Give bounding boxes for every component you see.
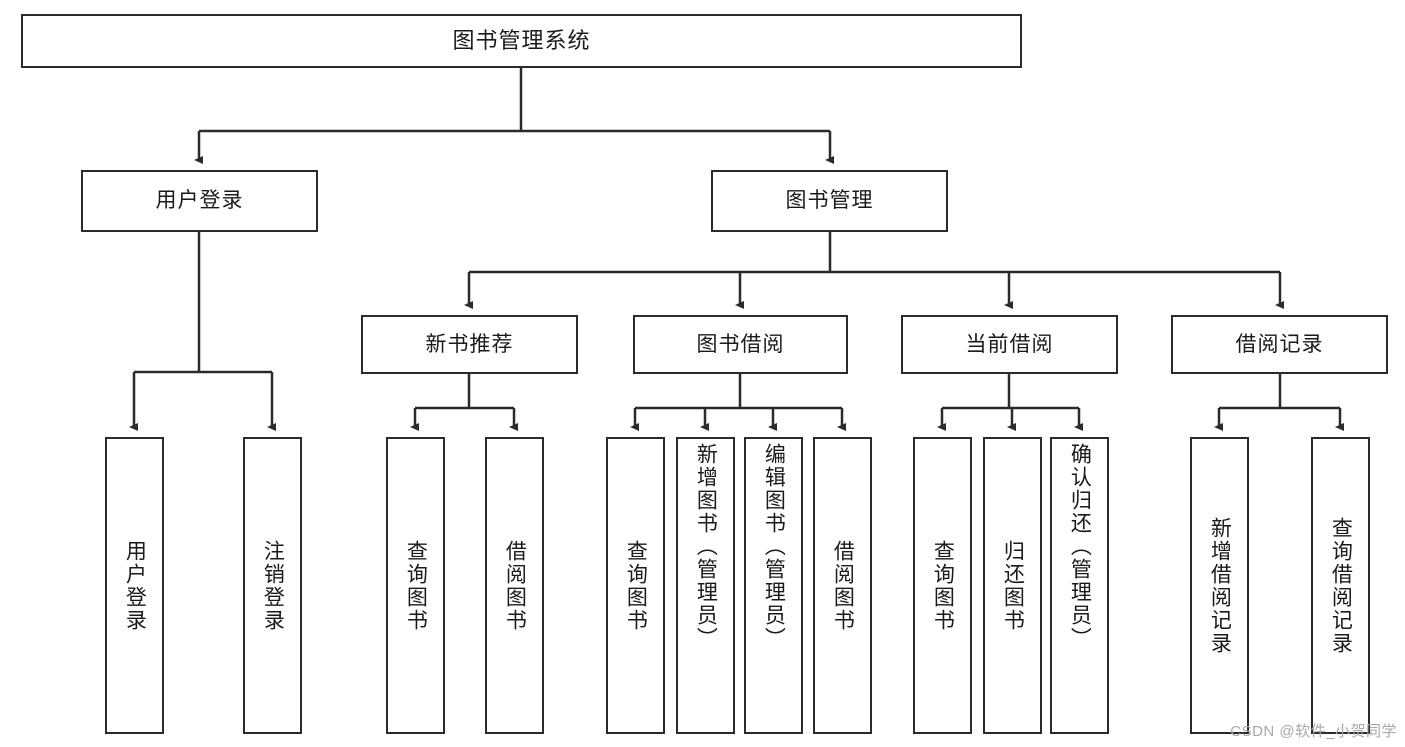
node-leaf-query-record[interactable]: 查询借阅记录 bbox=[1311, 437, 1370, 734]
leaf-label: 查询图书 bbox=[931, 539, 955, 632]
leaf-label: 查询图书 bbox=[624, 539, 648, 632]
leaf-label: 新增图书（管理员） bbox=[694, 443, 718, 650]
node-leaf-query-book-2[interactable]: 查询图书 bbox=[606, 437, 665, 734]
node-leaf-query-book-3[interactable]: 查询图书 bbox=[913, 437, 972, 734]
leaf-label: 归还图书 bbox=[1001, 539, 1025, 632]
leaf-label: 确认归还（管理员） bbox=[1068, 443, 1092, 650]
leaf-label: 借阅图书 bbox=[831, 539, 855, 632]
node-leaf-user-logout[interactable]: 注销登录 bbox=[243, 437, 302, 734]
watermark-csdn: CSDN @软件_小贺同学 bbox=[1230, 723, 1397, 740]
node-leaf-confirm-return[interactable]: 确认归还（管理员） bbox=[1050, 437, 1109, 734]
node-leaf-add-book[interactable]: 新增图书（管理员） bbox=[676, 437, 735, 734]
leaf-label: 查询借阅记录 bbox=[1329, 516, 1353, 655]
node-leaf-edit-book[interactable]: 编辑图书（管理员） bbox=[744, 437, 803, 734]
node-borrow-record[interactable]: 借阅记录 bbox=[1171, 315, 1388, 374]
node-current-borrow[interactable]: 当前借阅 bbox=[901, 315, 1118, 374]
leaf-label: 注销登录 bbox=[261, 539, 285, 632]
node-leaf-user-login[interactable]: 用户登录 bbox=[105, 437, 164, 734]
node-book-manage[interactable]: 图书管理 bbox=[711, 170, 948, 232]
node-leaf-return-book[interactable]: 归还图书 bbox=[983, 437, 1042, 734]
node-leaf-query-book-1[interactable]: 查询图书 bbox=[386, 437, 445, 734]
node-leaf-borrow-book-2[interactable]: 借阅图书 bbox=[813, 437, 872, 734]
leaf-label: 编辑图书（管理员） bbox=[762, 443, 786, 650]
node-book-borrow[interactable]: 图书借阅 bbox=[633, 315, 848, 374]
leaf-label: 用户登录 bbox=[123, 539, 147, 632]
node-root[interactable]: 图书管理系统 bbox=[21, 14, 1022, 68]
node-new-book-recommend[interactable]: 新书推荐 bbox=[361, 315, 578, 374]
leaf-label: 新增借阅记录 bbox=[1208, 516, 1232, 655]
node-leaf-borrow-book-1[interactable]: 借阅图书 bbox=[485, 437, 544, 734]
leaf-label: 查询图书 bbox=[404, 539, 428, 632]
leaf-label: 借阅图书 bbox=[503, 539, 527, 632]
node-user-login[interactable]: 用户登录 bbox=[81, 170, 318, 232]
node-leaf-add-record[interactable]: 新增借阅记录 bbox=[1190, 437, 1249, 734]
